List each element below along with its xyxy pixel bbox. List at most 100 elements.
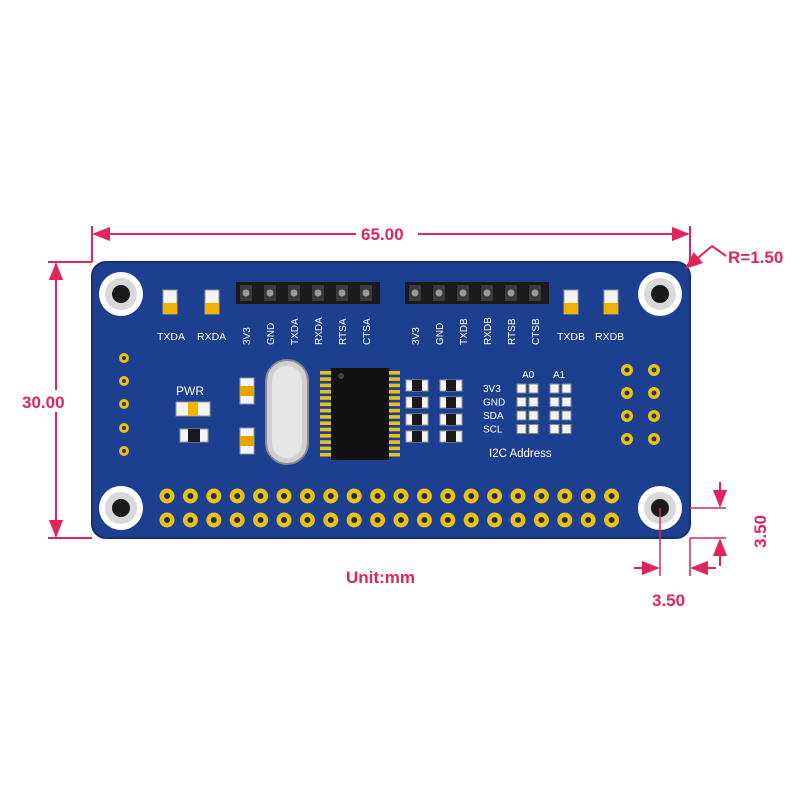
- header-pin-tip: [266, 289, 274, 297]
- capacitor-top: [239, 377, 255, 405]
- header-pin-tip: [483, 289, 491, 297]
- i2c-address-label: I2C Address: [489, 448, 552, 460]
- led-txda: [162, 289, 178, 315]
- chip-pin: [388, 415, 400, 419]
- header-a-pin-label: GND: [266, 323, 277, 345]
- chip-pin: [388, 427, 400, 432]
- header-pin-tip: [435, 289, 443, 297]
- chip-pin: [320, 402, 332, 407]
- i2c-jumper-pad: [528, 397, 539, 407]
- pwr-resistor: [179, 428, 209, 443]
- crystal-oscillator: [265, 359, 309, 465]
- i2c-a0-label: A0: [522, 370, 535, 381]
- header-pin-tip: [242, 289, 250, 297]
- header-b-pin-label: CTSB: [531, 318, 542, 345]
- i2c-row-label: SDA: [483, 411, 504, 422]
- i2c-jumper-pad: [549, 397, 560, 407]
- header-pin-tip: [290, 289, 298, 297]
- uart-header-a: [236, 282, 380, 304]
- header-pin-tip: [338, 289, 346, 297]
- chip-pin: [320, 396, 332, 400]
- i2c-jumper-pad: [528, 383, 539, 394]
- left-edge-pads: [119, 353, 129, 456]
- height-dimension-label: 30.00: [22, 393, 65, 412]
- header-b-pin-label: TXDB: [459, 318, 470, 345]
- led-txda-label: TXDA: [157, 331, 185, 343]
- chip-pin: [388, 389, 400, 394]
- uart-header-b: [405, 282, 549, 304]
- chip-pin: [320, 446, 332, 451]
- chip-pin: [388, 383, 400, 388]
- i2c-jumper-pad: [516, 410, 527, 421]
- led-rxda: [204, 289, 220, 315]
- led-rxdb: [603, 289, 619, 315]
- chip-pin: [388, 402, 400, 407]
- i2c-jumper-pad: [561, 410, 572, 421]
- resistor-array: [405, 379, 463, 443]
- i2c-row-label: GND: [483, 398, 505, 409]
- gpio-header: [159, 488, 620, 528]
- chip-pin: [388, 377, 400, 381]
- radius-label: R=1.50: [728, 248, 783, 267]
- right-pad-block: [621, 364, 660, 445]
- header-pin-tip: [459, 289, 467, 297]
- i2c-jumper-pad: [516, 424, 527, 434]
- hole-offset-x-label: 3.50: [652, 591, 685, 610]
- header-pin-tip: [362, 289, 370, 297]
- header-b-pin-label: GND: [435, 323, 446, 345]
- header-a-pin-label: CTSA: [362, 318, 373, 345]
- chip-pin: [320, 434, 332, 438]
- chip-pin: [388, 408, 400, 413]
- width-dimension-label: 65.00: [361, 225, 404, 244]
- header-b-pin-label: 3V3: [411, 327, 422, 345]
- i2c-jumper-pad: [561, 424, 572, 434]
- unit-label: Unit:mm: [346, 568, 415, 587]
- chip-pin: [320, 389, 332, 394]
- pwr-led: [175, 401, 211, 417]
- i2c-row-label: 3V3: [483, 384, 501, 395]
- header-pin-tip: [531, 289, 539, 297]
- chip-pin: [320, 415, 332, 419]
- i2c-jumper-pad: [528, 410, 539, 421]
- i2c-jumper-pad: [528, 424, 539, 434]
- i2c-a1-label: A1: [553, 370, 566, 381]
- mounting-hole-bottom-left: [99, 486, 143, 530]
- chip-pin: [320, 427, 332, 432]
- i2c-jumper-pad: [561, 383, 572, 394]
- pcb-board: [92, 262, 690, 538]
- header-pin-tip: [507, 289, 515, 297]
- mounting-hole-top-right: [638, 272, 682, 316]
- chip-pin: [320, 452, 332, 457]
- uart-chip: [320, 368, 400, 460]
- header-b-pin-label: RXDB: [483, 317, 494, 345]
- i2c-jumper-pad: [549, 424, 560, 434]
- i2c-jumper-pad: [516, 397, 527, 407]
- i2c-jumper-pad: [561, 397, 572, 407]
- header-pin-tip: [411, 289, 419, 297]
- chip-pin: [320, 421, 332, 425]
- header-pin-tip: [314, 289, 322, 297]
- chip-pin: [388, 421, 400, 425]
- chip-pin: [320, 371, 332, 375]
- header-b-pin-label: RTSB: [507, 318, 518, 345]
- chip-pin: [320, 377, 332, 381]
- header-a-pin-label: 3V3: [242, 327, 253, 345]
- chip-pin: [388, 452, 400, 457]
- pwr-label: PWR: [176, 384, 204, 398]
- led-txdb-label: TXDB: [557, 331, 585, 343]
- pcb-board-edge: [91, 261, 691, 539]
- i2c-jumper-pad: [516, 383, 527, 394]
- chip-pin: [320, 383, 332, 388]
- chip-pin: [388, 440, 400, 444]
- led-rxda-label: RXDA: [197, 331, 226, 343]
- i2c-address-jumpers: [516, 383, 572, 434]
- chip-pin: [320, 408, 332, 413]
- mounting-hole-top-left: [99, 272, 143, 316]
- hole-offset-y-label: 3.50: [751, 515, 770, 548]
- i2c-row-label: SCL: [483, 425, 503, 436]
- chip-pin: [388, 446, 400, 451]
- header-a-pin-label: TXDA: [290, 318, 301, 345]
- led-txdb: [563, 289, 579, 315]
- chip-pin: [320, 440, 332, 444]
